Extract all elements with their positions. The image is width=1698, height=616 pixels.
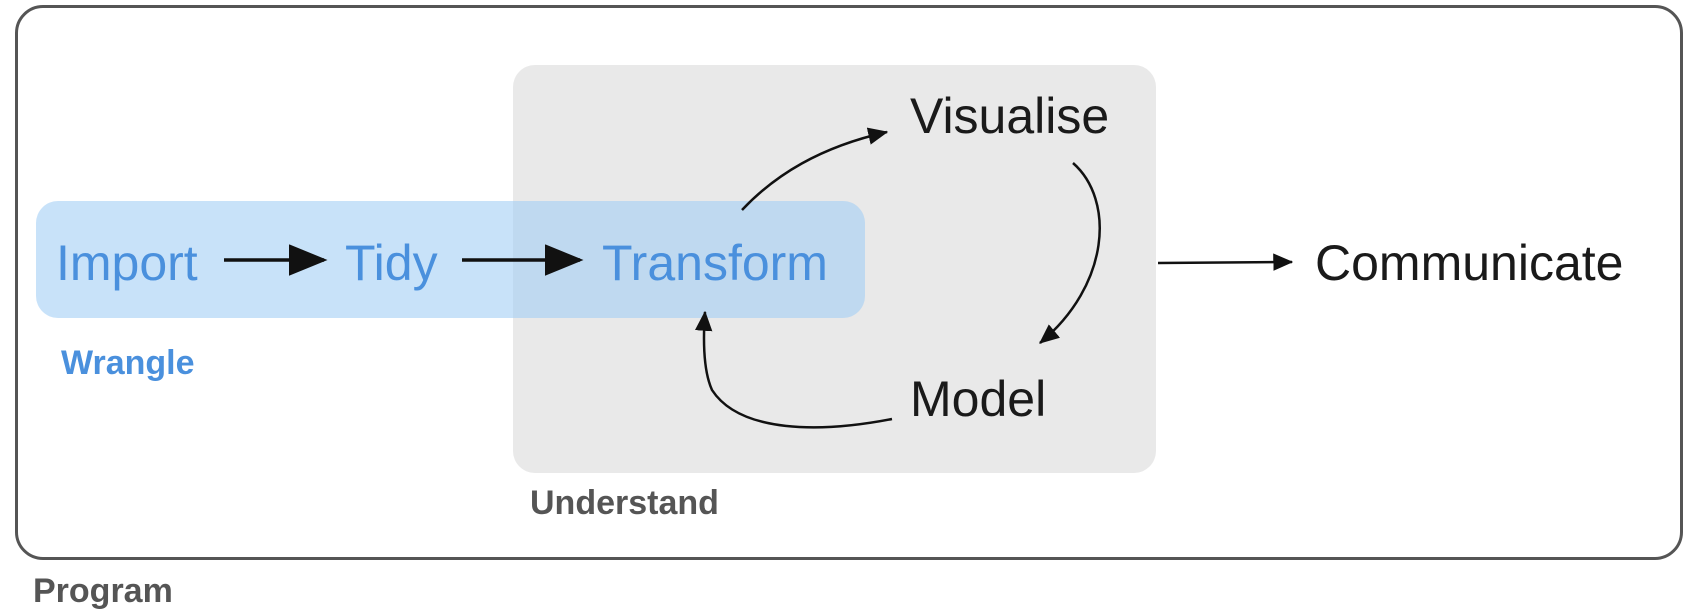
node-transform: Transform: [602, 235, 828, 291]
node-import: Import: [56, 235, 198, 291]
node-tidy: Tidy: [345, 235, 438, 291]
program-label: Program: [33, 572, 173, 610]
node-communicate: Communicate: [1315, 235, 1624, 291]
wrangle-group-box: [36, 201, 865, 318]
wrangle-label: Wrangle: [61, 344, 195, 382]
node-model: Model: [910, 371, 1047, 427]
understand-label: Understand: [530, 484, 719, 522]
node-visualise: Visualise: [910, 88, 1110, 144]
